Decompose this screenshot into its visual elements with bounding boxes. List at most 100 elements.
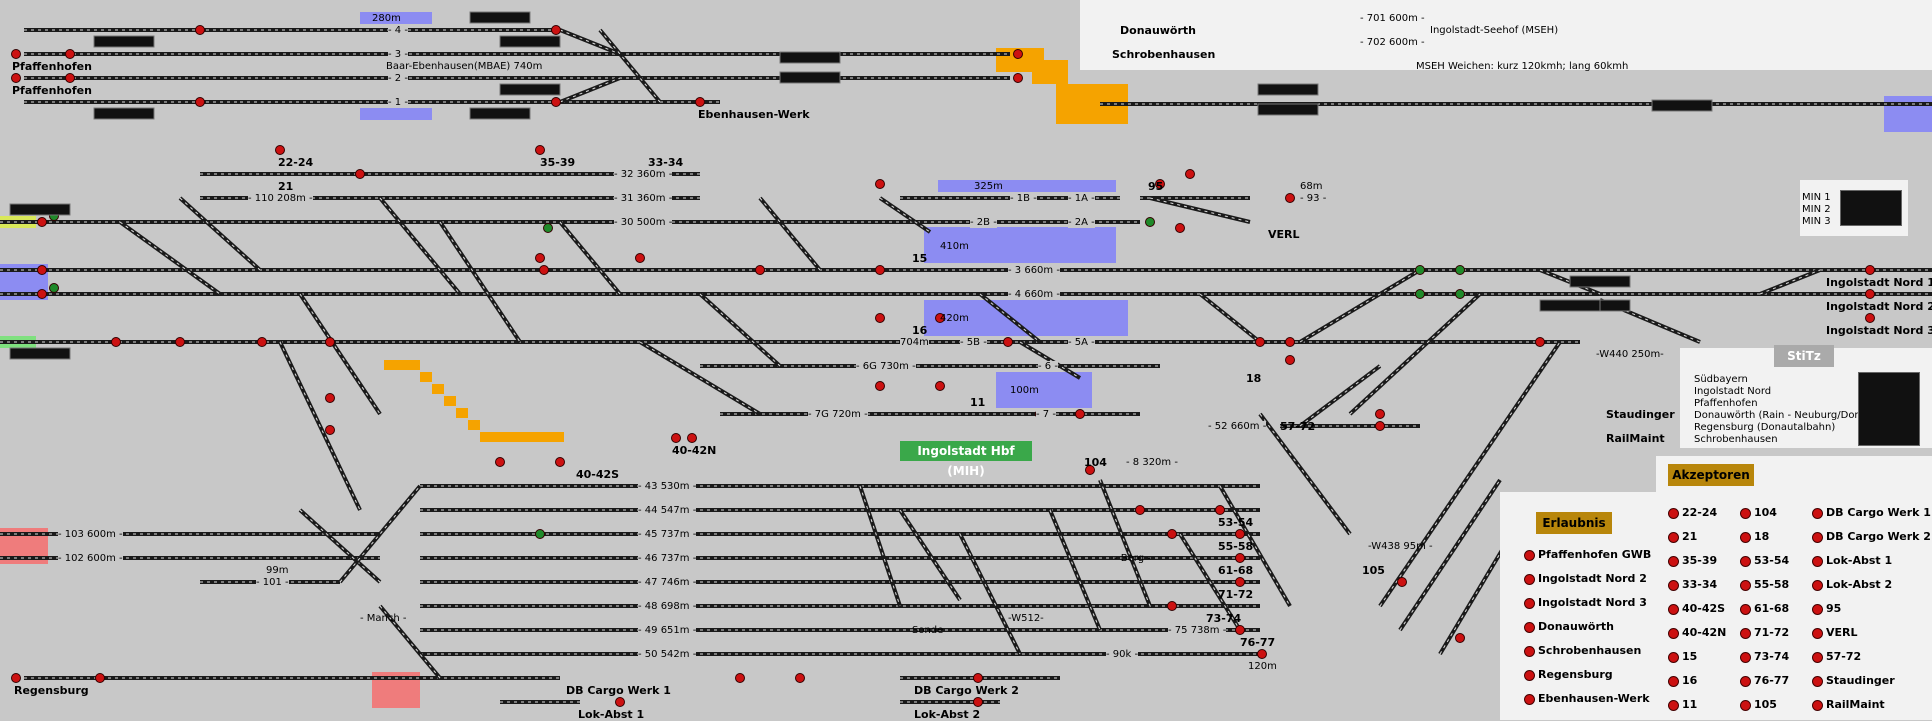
acceptor-button[interactable] (1668, 628, 1679, 639)
signal-button[interactable] (1285, 337, 1295, 347)
signal-button[interactable] (1865, 313, 1875, 323)
route-number[interactable]: 73-74 (1206, 612, 1242, 625)
signal-button[interactable] (1235, 625, 1245, 635)
acceptor-button[interactable] (1668, 556, 1679, 567)
signal-button[interactable] (11, 73, 21, 83)
signal-button[interactable] (95, 673, 105, 683)
signal-button[interactable] (535, 145, 545, 155)
route-number[interactable]: 95 (1148, 180, 1164, 193)
signal-button[interactable] (355, 169, 365, 179)
signal-button[interactable] (1235, 553, 1245, 563)
signal-button[interactable] (1145, 217, 1155, 227)
signal-button[interactable] (1155, 179, 1165, 189)
signal-button[interactable] (1085, 465, 1095, 475)
signal-button[interactable] (1167, 529, 1177, 539)
acceptor-button[interactable] (1812, 532, 1823, 543)
acceptor-button[interactable] (1740, 508, 1751, 519)
route-number[interactable]: 71-72 (1218, 588, 1254, 601)
acceptor-button[interactable] (1740, 532, 1751, 543)
route-number[interactable]: 55-58 (1218, 540, 1254, 553)
signal-button[interactable] (1285, 355, 1295, 365)
route-number[interactable]: 11 (970, 396, 986, 409)
signal-button[interactable] (1255, 337, 1265, 347)
route-number[interactable]: 76-77 (1240, 636, 1276, 649)
route-number[interactable]: 40-42S (576, 468, 620, 481)
signal-button[interactable] (37, 289, 47, 299)
signal-button[interactable] (551, 25, 561, 35)
signal-button[interactable] (1257, 649, 1267, 659)
acceptor-button[interactable] (1740, 556, 1751, 567)
signal-button[interactable] (935, 381, 945, 391)
permission-button[interactable] (1524, 694, 1535, 705)
acceptor-button[interactable] (1812, 628, 1823, 639)
route-number[interactable]: 104 (1084, 456, 1107, 469)
signal-button[interactable] (1235, 577, 1245, 587)
signal-button[interactable] (1455, 633, 1465, 643)
acceptor-button[interactable] (1740, 652, 1751, 663)
signal-button[interactable] (195, 25, 205, 35)
acceptor-button[interactable] (1668, 532, 1679, 543)
signal-button[interactable] (1535, 337, 1545, 347)
acceptor-button[interactable] (1668, 580, 1679, 591)
route-number[interactable]: 53-54 (1218, 516, 1254, 529)
signal-button[interactable] (325, 393, 335, 403)
signal-button[interactable] (1455, 265, 1465, 275)
signal-button[interactable] (1235, 529, 1245, 539)
acceptor-button[interactable] (1668, 700, 1679, 711)
signal-button[interactable] (1415, 265, 1425, 275)
signal-button[interactable] (1455, 289, 1465, 299)
signal-button[interactable] (755, 265, 765, 275)
acceptor-button[interactable] (1812, 676, 1823, 687)
acceptor-button[interactable] (1668, 676, 1679, 687)
permission-button[interactable] (1524, 574, 1535, 585)
signal-button[interactable] (175, 337, 185, 347)
acceptor-button[interactable] (1740, 700, 1751, 711)
acceptor-button[interactable] (1812, 700, 1823, 711)
signal-button[interactable] (735, 673, 745, 683)
acceptor-button[interactable] (1812, 580, 1823, 591)
signal-button[interactable] (1013, 73, 1023, 83)
signal-button[interactable] (635, 253, 645, 263)
signal-button[interactable] (543, 223, 553, 233)
signal-button[interactable] (695, 97, 705, 107)
signal-button[interactable] (11, 673, 21, 683)
permission-button[interactable] (1524, 598, 1535, 609)
route-number[interactable]: 33-34 (648, 156, 684, 169)
acceptor-button[interactable] (1740, 676, 1751, 687)
signal-button[interactable] (1865, 289, 1875, 299)
permission-button[interactable] (1524, 622, 1535, 633)
signal-button[interactable] (687, 433, 697, 443)
signal-button[interactable] (1285, 193, 1295, 203)
signal-button[interactable] (325, 337, 335, 347)
signal-button[interactable] (1167, 601, 1177, 611)
signal-button[interactable] (539, 265, 549, 275)
signal-button[interactable] (1865, 265, 1875, 275)
acceptor-button[interactable] (1740, 580, 1751, 591)
signal-button[interactable] (535, 253, 545, 263)
signal-button[interactable] (111, 337, 121, 347)
acceptor-button[interactable] (1740, 604, 1751, 615)
acceptor-button[interactable] (1812, 652, 1823, 663)
signal-button[interactable] (37, 265, 47, 275)
signal-button[interactable] (1013, 49, 1023, 59)
signal-button[interactable] (795, 673, 805, 683)
signal-button[interactable] (195, 97, 205, 107)
route-number[interactable]: 61-68 (1218, 564, 1254, 577)
signal-button[interactable] (1135, 505, 1145, 515)
route-number[interactable]: 57-72 (1280, 420, 1316, 433)
acceptor-button[interactable] (1812, 604, 1823, 615)
signal-button[interactable] (1003, 337, 1013, 347)
signal-button[interactable] (1375, 409, 1385, 419)
signal-button[interactable] (1215, 505, 1225, 515)
acceptor-button[interactable] (1812, 508, 1823, 519)
acceptor-button[interactable] (1740, 628, 1751, 639)
acceptor-button[interactable] (1668, 508, 1679, 519)
signal-button[interactable] (671, 433, 681, 443)
signal-button[interactable] (275, 145, 285, 155)
signal-button[interactable] (875, 179, 885, 189)
route-number[interactable]: 16 (912, 324, 928, 337)
signal-button[interactable] (49, 283, 59, 293)
signal-button[interactable] (875, 265, 885, 275)
signal-button[interactable] (535, 529, 545, 539)
signal-button[interactable] (1397, 577, 1407, 587)
